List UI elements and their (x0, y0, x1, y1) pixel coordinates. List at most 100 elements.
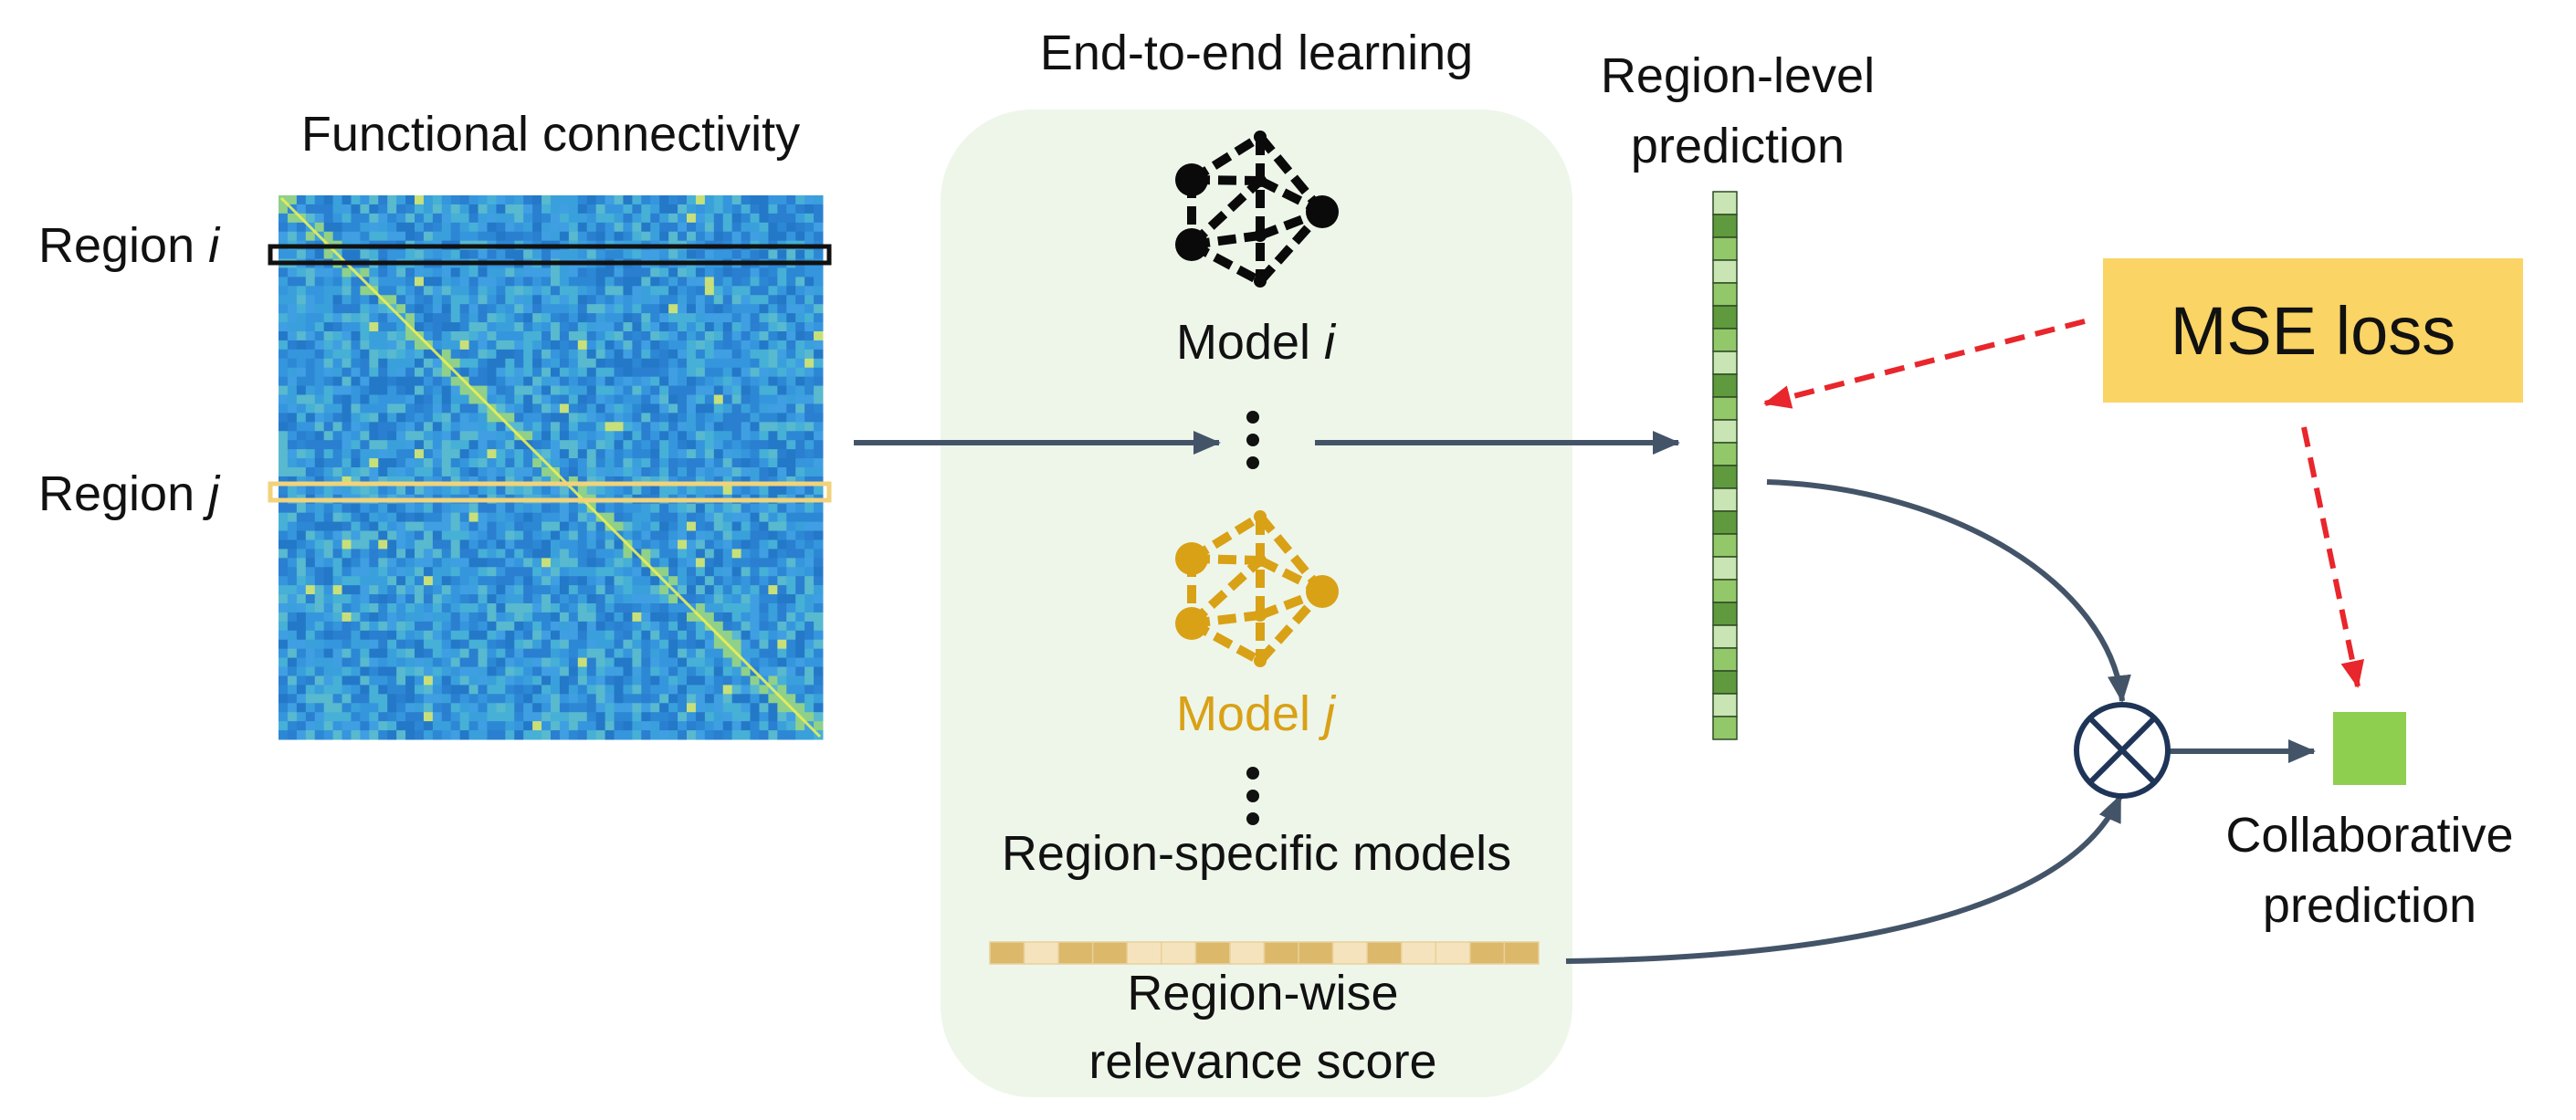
matrix-cell (614, 685, 624, 695)
matrix-cell (659, 476, 669, 487)
matrix-cell (459, 558, 470, 568)
matrix-cell (605, 512, 615, 523)
matrix-cell (287, 286, 298, 296)
matrix-cell (731, 558, 742, 568)
matrix-cell (632, 585, 642, 595)
matrix-cell (423, 585, 434, 595)
matrix-cell (323, 313, 334, 323)
matrix-cell (296, 249, 307, 260)
matrix-cell (450, 594, 461, 604)
matrix-cell (777, 567, 787, 577)
matrix-cell (450, 648, 461, 659)
matrix-cell (704, 340, 715, 351)
matrix-cell (759, 231, 769, 242)
matrix-cell (323, 385, 334, 396)
matrix-cell (405, 331, 415, 341)
matrix-cell (768, 558, 778, 568)
region-j-highlight[interactable] (268, 481, 832, 503)
matrix-cell (795, 594, 805, 604)
matrix-cell (678, 712, 688, 722)
matrix-cell (641, 376, 651, 387)
neural-network-icon (1175, 131, 1339, 288)
matrix-cell (332, 349, 343, 360)
matrix-cell (795, 313, 805, 323)
matrix-cell (441, 403, 452, 413)
matrix-cell (478, 685, 488, 695)
matrix-cell (450, 267, 461, 277)
matrix-cell (369, 694, 379, 704)
matrix-cell (305, 213, 316, 224)
matrix-cell (586, 639, 597, 650)
matrix-cell (814, 403, 824, 413)
matrix-cell (687, 521, 697, 532)
region-i-highlight[interactable] (268, 244, 832, 266)
matrix-cell (586, 485, 597, 496)
model-j-prefix: Model (1175, 686, 1325, 741)
matrix-cell (786, 666, 796, 676)
matrix-cell (332, 277, 343, 287)
matrix-cell (523, 403, 533, 413)
matrix-cell (614, 322, 624, 332)
matrix-cell (459, 576, 470, 586)
region-level-label-line1: Region-level (1600, 48, 1876, 103)
matrix-cell (786, 558, 796, 568)
matrix-cell (678, 639, 688, 650)
matrix-cell (405, 476, 415, 487)
matrix-cell (641, 367, 651, 378)
matrix-cell (296, 648, 307, 659)
matrix-cell (450, 703, 461, 713)
matrix-cell (568, 286, 579, 296)
matrix-cell (287, 313, 298, 323)
matrix-cell (814, 295, 824, 305)
matrix-cell (342, 195, 352, 205)
matrix-cell (305, 449, 316, 459)
matrix-cell (777, 539, 787, 550)
matrix-cell (586, 422, 597, 432)
matrix-cell (314, 657, 325, 668)
matrix-cell (623, 394, 633, 404)
matrix-cell (795, 449, 805, 459)
matrix-cell (577, 422, 588, 432)
matrix-cell (786, 549, 796, 559)
matrix-cell (332, 594, 343, 604)
matrix-cell (423, 639, 434, 650)
matrix-cell (523, 621, 533, 632)
matrix-cell (551, 503, 561, 514)
matrix-cell (314, 385, 325, 396)
matrix-cell (731, 249, 742, 260)
matrix-cell (441, 267, 452, 277)
matrix-cell (722, 675, 733, 686)
matrix-cell (405, 657, 415, 668)
matrix-cell (713, 530, 724, 540)
matrix-cell (487, 349, 497, 360)
matrix-cell (351, 703, 361, 713)
matrix-cell (378, 467, 388, 477)
matrix-cell (423, 440, 434, 450)
matrix-cell (487, 376, 497, 387)
matrix-cell (415, 277, 425, 287)
matrix-cell (369, 376, 379, 387)
matrix-cell (731, 549, 742, 559)
matrix-cell (441, 558, 452, 568)
matrix-cell (396, 666, 406, 676)
matrix-cell (478, 340, 488, 351)
matrix-cell (369, 503, 379, 514)
matrix-cell (342, 567, 352, 577)
matrix-cell (441, 440, 452, 450)
matrix-cell (459, 503, 470, 514)
matrix-cell (305, 376, 316, 387)
matrix-cell (496, 549, 506, 559)
matrix-cell (432, 576, 443, 586)
matrix-cell (450, 467, 461, 477)
matrix-cell (441, 349, 452, 360)
matrix-cell (741, 286, 752, 296)
matrix-cell (722, 648, 733, 659)
matrix-cell (459, 666, 470, 676)
region-specific-models-label: Region-specific models (1001, 826, 1512, 881)
matrix-cell (396, 349, 406, 360)
matrix-cell (551, 213, 561, 224)
matrix-cell (505, 576, 515, 586)
matrix-cell (387, 657, 397, 668)
matrix-cell (804, 503, 815, 514)
matrix-cell (768, 703, 778, 713)
